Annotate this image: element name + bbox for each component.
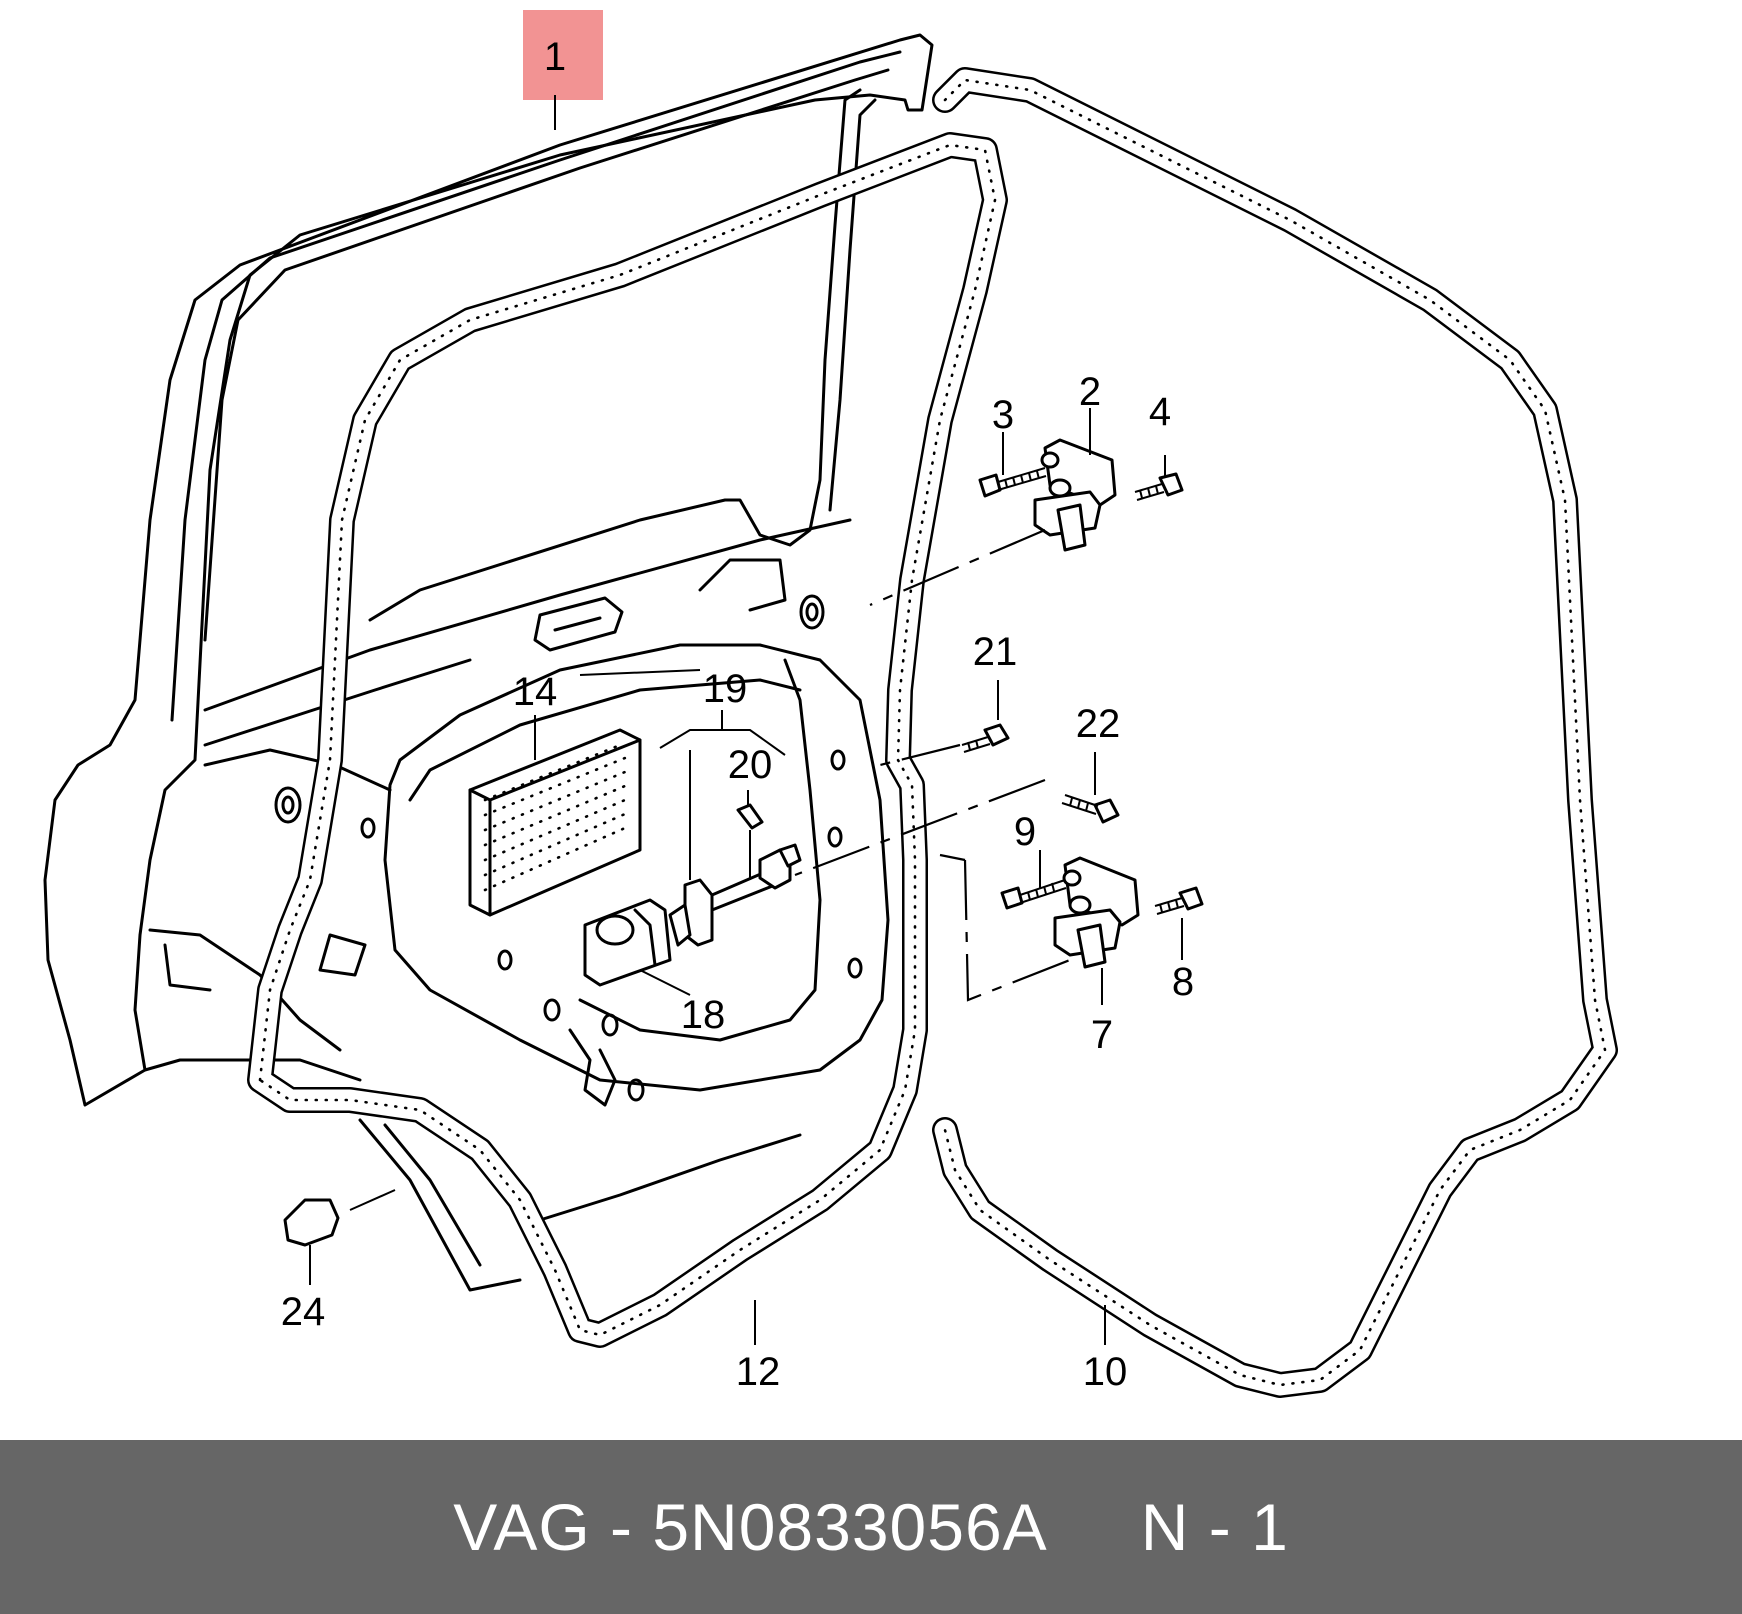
part-2-upper-hinge <box>1033 438 1117 552</box>
callout-7[interactable]: 7 <box>1091 1013 1113 1057</box>
footer-caption: VAG - 5N0833056A N - 1 <box>453 1489 1289 1565</box>
part-20-gasket <box>736 803 764 830</box>
footer-separator: - <box>590 1490 653 1564</box>
footer-position-number: 1 <box>1251 1490 1289 1564</box>
callout-leaders <box>309 95 1183 1345</box>
callout-3[interactable]: 3 <box>992 393 1014 437</box>
part-21-bolt <box>961 723 1010 753</box>
footer-brand: VAG <box>453 1490 591 1564</box>
callout-19[interactable]: 19 <box>703 667 748 711</box>
part-18-door-check <box>583 898 672 987</box>
part-22-bolt <box>1061 794 1120 824</box>
part-number-footer: VAG - 5N0833056A N - 1 <box>0 1440 1742 1614</box>
callout-14[interactable]: 14 <box>513 670 558 714</box>
part-9-bolt <box>1000 879 1067 910</box>
callout-12[interactable]: 12 <box>736 1350 781 1394</box>
callout-4[interactable]: 4 <box>1149 390 1171 434</box>
part-8-bolt <box>1154 886 1204 915</box>
callout-2[interactable]: 2 <box>1079 370 1101 414</box>
part-14-insulation-pad <box>468 728 642 917</box>
callout-10[interactable]: 10 <box>1083 1350 1128 1394</box>
door-seal <box>247 132 1008 1348</box>
footer-gap <box>1044 1490 1141 1564</box>
callout-9[interactable]: 9 <box>1014 810 1036 854</box>
callout-1[interactable]: 1 <box>544 35 566 79</box>
part-3-bolt <box>978 467 1047 498</box>
body-seal <box>932 67 1618 1398</box>
callout-24[interactable]: 24 <box>281 1290 326 1334</box>
callout-1-highlight <box>523 10 603 100</box>
part-4-bolt <box>1134 472 1184 501</box>
exploded-parts-diagram: 1 2 3 4 21 22 9 8 7 14 19 20 18 24 12 10 <box>43 10 1618 1398</box>
door-shell <box>43 33 934 1292</box>
footer-part-number: 5N0833056A <box>652 1490 1045 1564</box>
callout-22[interactable]: 22 <box>1076 702 1121 746</box>
part-7-lower-hinge <box>1053 856 1140 969</box>
callout-21[interactable]: 21 <box>973 630 1018 674</box>
callout-18[interactable]: 18 <box>681 993 726 1037</box>
footer-position-prefix: N - <box>1140 1490 1252 1564</box>
callout-8[interactable]: 8 <box>1172 960 1194 1004</box>
part-24-plug <box>283 1198 340 1247</box>
callout-20[interactable]: 20 <box>728 743 773 787</box>
